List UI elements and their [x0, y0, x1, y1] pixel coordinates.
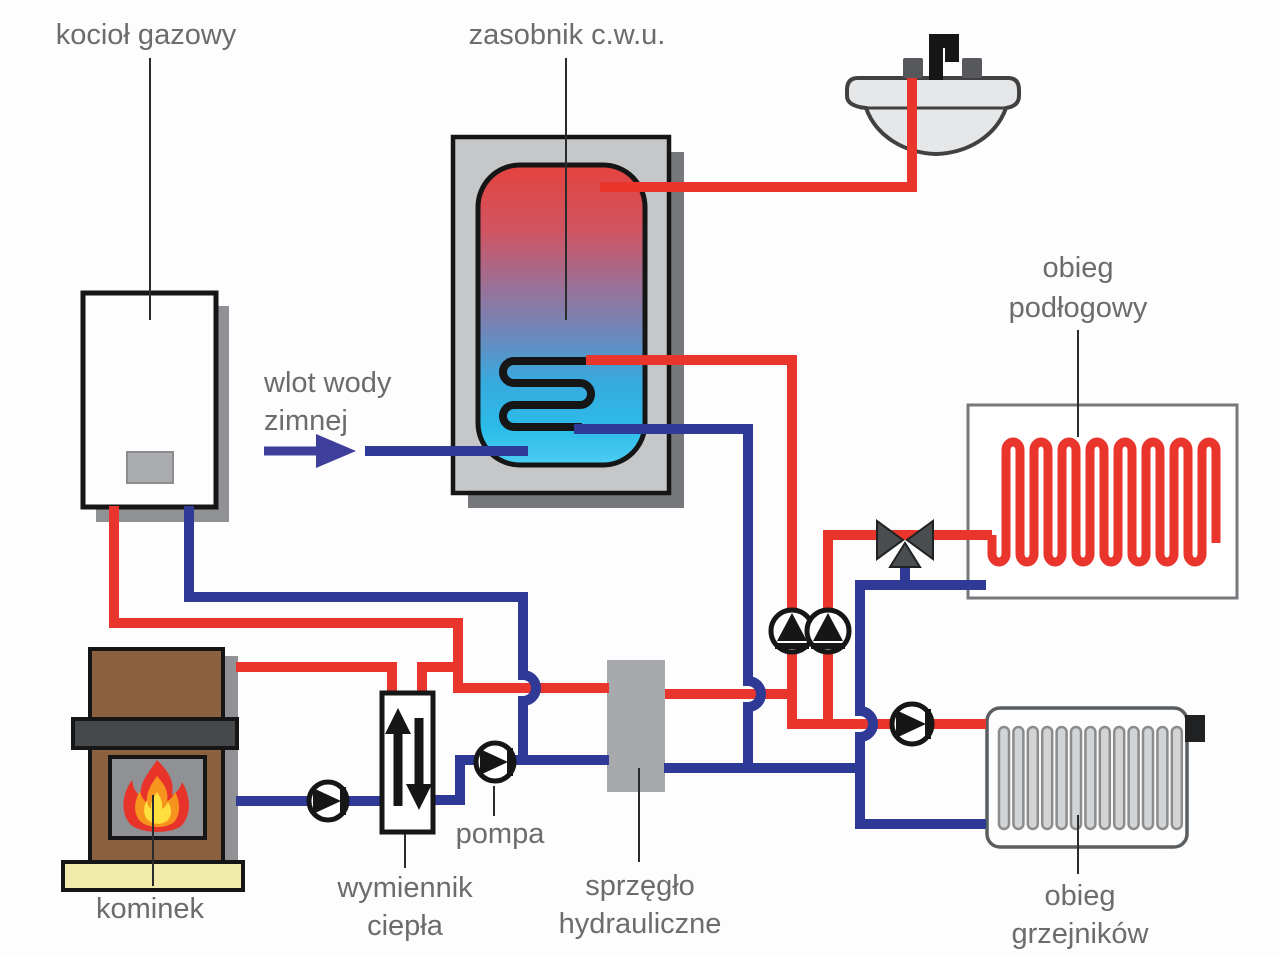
label-radiators-line1: obieg — [1045, 880, 1116, 912]
pipe-coil-and-radiator-supply — [586, 355, 986, 729]
pipe-exchanger-secondary-return — [430, 755, 609, 805]
radiator-fin — [1040, 725, 1054, 831]
tank-heating-coil — [499, 357, 595, 431]
pump-arrow-up — [813, 613, 843, 641]
label-tank: zasobnik c.w.u. — [469, 19, 666, 51]
pipe-boiler-supply — [109, 506, 609, 693]
pump-secondary-icon — [473, 740, 517, 784]
pipe-dhw-to-sink — [600, 58, 917, 192]
heat-exchanger — [379, 690, 436, 835]
radiator-fin — [1084, 725, 1097, 831]
label-coupling-line1: sprzęgło — [585, 870, 695, 902]
fireplace-mantel — [71, 717, 239, 750]
faucet-handle-left — [903, 58, 923, 78]
pump-base-bar — [340, 787, 346, 815]
pipe-fireplace-supply — [236, 662, 397, 697]
floor-heating-serpentine — [987, 437, 1221, 567]
pump-arrow-right — [480, 749, 508, 775]
hot-pipes — [109, 58, 1221, 729]
pump-base-bar — [507, 748, 513, 776]
pump-arrow-right — [313, 788, 341, 814]
pump-arrow-up — [777, 613, 807, 641]
fireplace-chimney — [88, 647, 225, 722]
pipe-coil-return — [574, 424, 766, 768]
radiator-fin — [1141, 725, 1155, 831]
radiator-fin — [1012, 725, 1025, 831]
pipe-floor-supply — [823, 530, 992, 724]
boiler-panel — [126, 451, 174, 484]
pipe-exchanger-out — [417, 662, 463, 697]
pump-radiator-icon — [889, 701, 935, 747]
radiator-fin — [1127, 725, 1140, 831]
faucet-icon — [929, 34, 959, 80]
gas-boiler — [80, 290, 229, 522]
inlet-arrow-head-icon — [316, 434, 356, 468]
pump-floor-icon — [804, 607, 852, 655]
faucet-handle-right — [962, 58, 982, 78]
sink-basin — [845, 76, 1021, 157]
fireplace-shadow — [222, 656, 238, 862]
radiator-fin — [1026, 725, 1040, 831]
pump-dhw-icon — [768, 607, 816, 655]
pump-arrow-right — [896, 710, 926, 738]
radiator-fin — [1112, 725, 1126, 831]
label-boiler: kocioł gazowy — [56, 19, 237, 51]
radiator-fin — [1098, 725, 1112, 831]
hydraulic-coupling — [607, 660, 665, 792]
radiator-fin — [1055, 725, 1068, 831]
valve-right-triangle — [905, 519, 934, 561]
tank-water-volume — [475, 162, 648, 468]
radiator-fin — [1170, 725, 1184, 831]
label-radiators-line2: grzejników — [1012, 918, 1150, 950]
label-floor-line1: obieg — [1043, 252, 1114, 284]
label-pump: pompa — [456, 818, 546, 850]
valve-bottom-triangle — [888, 541, 922, 568]
pump-base-bar — [811, 643, 845, 649]
radiator — [985, 706, 1205, 849]
pump-fireplace-icon — [306, 779, 350, 823]
label-cold-inlet-line1: wlot wody — [263, 367, 392, 399]
label-exchanger-line1: wymiennik — [336, 872, 473, 904]
radiator-valve-nub — [1185, 715, 1205, 742]
radiator-fin — [1069, 725, 1083, 831]
pipe-floor-and-radiator-return — [855, 580, 986, 829]
label-exchanger-line2: ciepła — [367, 910, 444, 942]
exchanger-up-arrow-icon — [385, 708, 411, 734]
radiator-fins — [997, 725, 1184, 831]
label-cold-inlet-line2: zimnej — [264, 405, 348, 437]
pump-base-bar — [775, 643, 809, 649]
exchanger-down-arrow-icon — [406, 784, 432, 810]
pump-base-bar — [925, 709, 931, 739]
leader-lines — [149, 58, 1079, 886]
label-coupling-line2: hydrauliczne — [559, 908, 722, 940]
pipe-boiler-return — [184, 506, 609, 765]
flame-inner-icon — [144, 792, 171, 824]
three-way-valve-icon — [876, 519, 934, 568]
fireplace — [61, 647, 245, 892]
label-fireplace: kominek — [96, 893, 204, 925]
label-floor-line2: podłogowy — [1009, 292, 1148, 324]
heat-exchanger-body — [379, 690, 436, 835]
labels: kocioł gazowy zasobnik c.w.u. wlot wody … — [56, 19, 1150, 950]
radiator-fin — [997, 725, 1011, 831]
radiator-fin — [1156, 725, 1169, 831]
valve-left-triangle — [876, 519, 905, 561]
